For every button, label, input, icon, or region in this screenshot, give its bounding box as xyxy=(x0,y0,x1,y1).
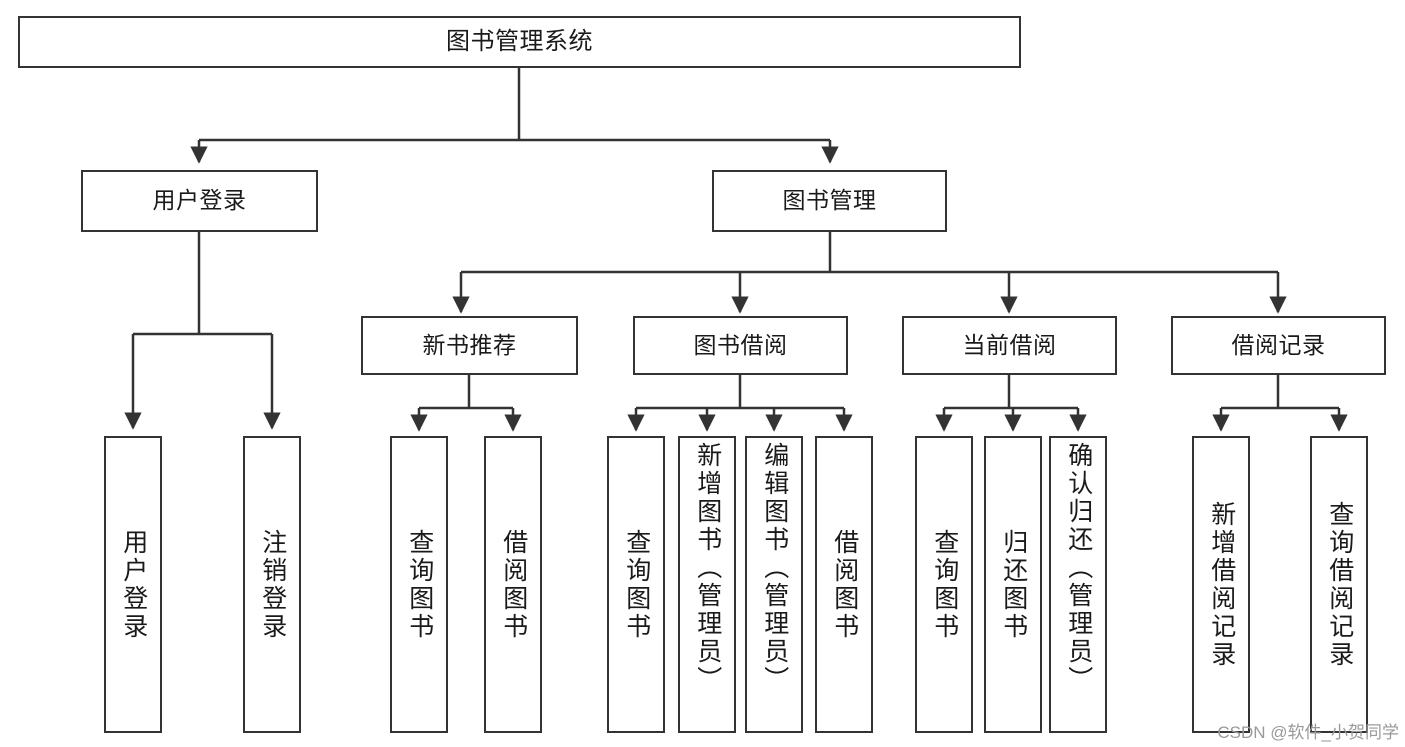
node-user-login[interactable]: 用户登录 xyxy=(81,170,318,232)
node-label: 查询图书 xyxy=(930,528,959,641)
node-label: 归还图书 xyxy=(999,528,1028,641)
node-label: 确认归还（管理员） xyxy=(1064,442,1093,694)
csdn-watermark: CSDN @软件_小贺同学 xyxy=(1217,723,1399,742)
leaf-book-borrow-add[interactable]: 新增图书（管理员） xyxy=(678,436,736,733)
node-new-book-recommend[interactable]: 新书推荐 xyxy=(361,316,578,375)
node-label: 注销登录 xyxy=(258,528,287,641)
node-label: 借阅图书 xyxy=(499,528,528,641)
node-borrow-record[interactable]: 借阅记录 xyxy=(1171,316,1386,375)
node-label: 用户登录 xyxy=(119,528,148,641)
leaf-user-login-logout[interactable]: 注销登录 xyxy=(243,436,301,733)
node-label: 图书借阅 xyxy=(693,331,788,358)
node-label: 当前借阅 xyxy=(962,331,1057,358)
node-label: 借阅记录 xyxy=(1231,331,1326,358)
node-label: 查询图书 xyxy=(622,528,651,641)
leaf-current-borrow-confirm[interactable]: 确认归还（管理员） xyxy=(1049,436,1107,733)
leaf-record-query[interactable]: 查询借阅记录 xyxy=(1310,436,1368,733)
leaf-record-add[interactable]: 新增借阅记录 xyxy=(1192,436,1250,733)
leaf-current-borrow-query[interactable]: 查询图书 xyxy=(915,436,973,733)
node-label: 编辑图书（管理员） xyxy=(760,442,789,694)
leaf-new-book-borrow[interactable]: 借阅图书 xyxy=(484,436,542,733)
leaf-current-borrow-return[interactable]: 归还图书 xyxy=(984,436,1042,733)
leaf-user-login-login[interactable]: 用户登录 xyxy=(104,436,162,733)
node-book-management[interactable]: 图书管理 xyxy=(712,170,947,232)
node-label: 借阅图书 xyxy=(830,528,859,641)
leaf-book-borrow-query[interactable]: 查询图书 xyxy=(607,436,665,733)
node-root-system[interactable]: 图书管理系统 xyxy=(18,16,1021,68)
leaf-book-borrow-edit[interactable]: 编辑图书（管理员） xyxy=(745,436,803,733)
node-label: 图书管理 xyxy=(782,187,877,214)
node-current-borrow[interactable]: 当前借阅 xyxy=(902,316,1117,375)
node-label: 查询图书 xyxy=(405,528,434,641)
leaf-book-borrow-borrow[interactable]: 借阅图书 xyxy=(815,436,873,733)
node-label: 查询借阅记录 xyxy=(1325,500,1354,669)
node-label: 图书管理系统 xyxy=(446,27,593,55)
node-book-borrow[interactable]: 图书借阅 xyxy=(633,316,848,375)
node-label: 新增借阅记录 xyxy=(1207,500,1236,669)
node-label: 新增图书（管理员） xyxy=(693,442,722,694)
node-label: 用户登录 xyxy=(152,187,247,214)
leaf-new-book-query[interactable]: 查询图书 xyxy=(390,436,448,733)
node-label: 新书推荐 xyxy=(422,331,517,358)
